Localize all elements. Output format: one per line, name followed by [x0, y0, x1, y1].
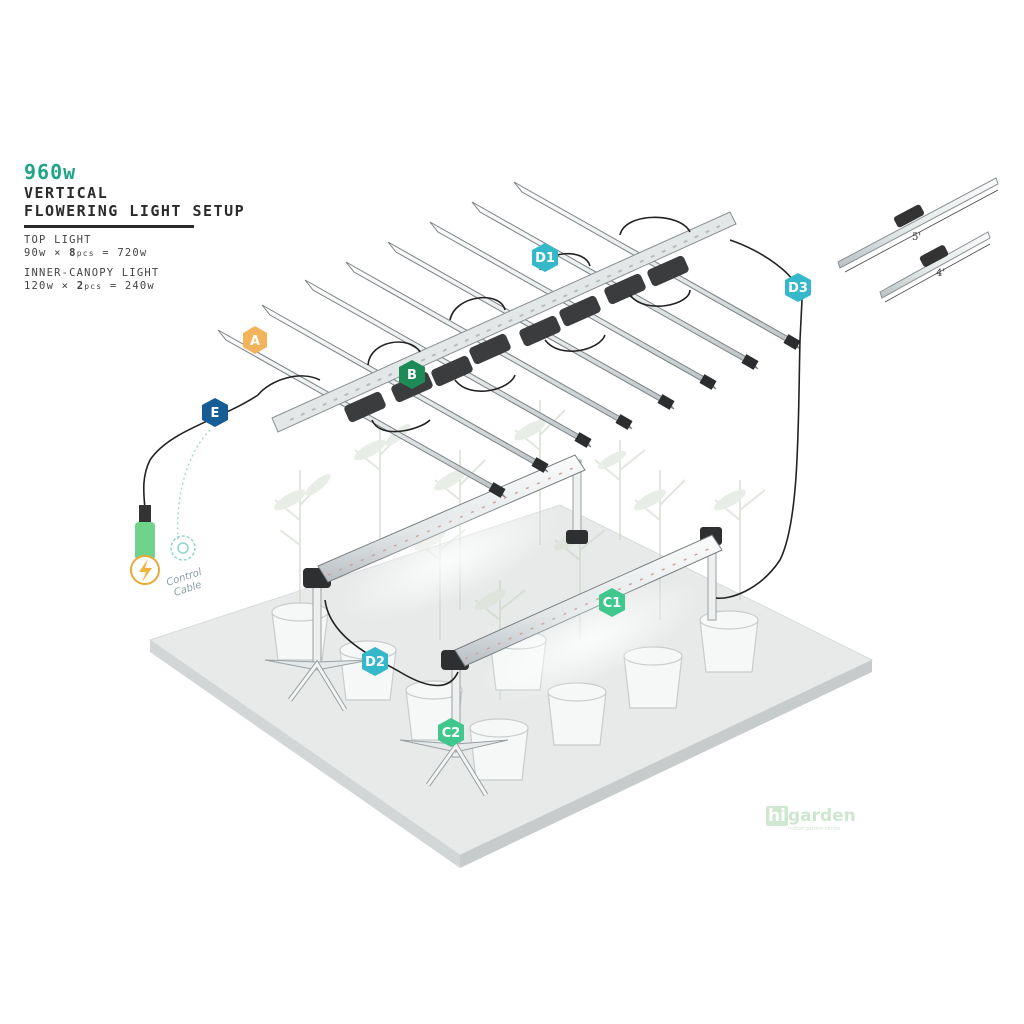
control-cable: [176, 429, 211, 541]
pot: [469, 718, 529, 781]
badge-c1: C1: [599, 588, 625, 617]
inner-canopy-bar-c1: [317, 454, 586, 621]
svg-text:A: A: [250, 334, 260, 349]
title-bold: FLOWERING: [24, 202, 119, 220]
inner-canopy-label: INNER-CANOPY LIGHT: [24, 267, 160, 279]
dimension-short-label: 4': [936, 268, 945, 279]
calc-qty: 8: [69, 247, 77, 259]
calc-x: ×: [54, 247, 62, 259]
calc-watt: 120w: [24, 280, 55, 292]
svg-text:D3: D3: [788, 281, 808, 296]
badge-e: E: [202, 398, 228, 427]
title-line-2: FLOWERING LIGHT SETUP: [24, 202, 304, 220]
gear-icon: [170, 535, 196, 561]
inner-canopy-bar-c2: [454, 534, 723, 701]
svg-text:C2: C2: [442, 726, 461, 741]
svg-text:D2: D2: [365, 655, 385, 670]
cables: [142, 216, 803, 687]
calc-qty: 2: [76, 280, 85, 292]
drivers: [344, 255, 689, 423]
brand-name: garden: [787, 806, 856, 826]
svg-text:B: B: [407, 368, 417, 383]
badge-d2: D2: [362, 647, 388, 676]
power-plug-icon: [130, 505, 160, 585]
brand-tagline: indoor garden center: [788, 826, 841, 832]
brand-hi: hi: [766, 806, 788, 826]
mounting-rail: [271, 211, 737, 433]
svg-text:D1: D1: [535, 251, 555, 266]
pot: [623, 646, 683, 709]
calc-eq: = 240w: [109, 280, 155, 292]
calc-watt: 90w: [24, 247, 47, 259]
badge-c2: C2: [438, 718, 464, 747]
calc-unit: pcs: [84, 282, 103, 291]
pot: [699, 610, 759, 673]
header-block: 960w VERTICAL FLOWERING LIGHT SETUP TOP …: [24, 160, 304, 293]
calc-eq: = 720w: [102, 247, 148, 259]
badge-a: A: [243, 326, 267, 354]
svg-text:E: E: [211, 406, 220, 421]
title-rest: LIGHT SETUP: [118, 202, 246, 220]
top-light-label: TOP LIGHT: [24, 234, 92, 246]
title-line-1: VERTICAL: [24, 184, 109, 202]
badge-d3: D3: [785, 273, 811, 302]
wattage-total: 960w: [24, 160, 77, 184]
calc-unit: pcs: [76, 249, 95, 258]
title-divider: [24, 225, 194, 228]
product-inset: 5' 4': [837, 177, 999, 303]
svg-text:C1: C1: [603, 596, 622, 611]
inner-canopy-calc: 120w × 2pcs = 240w: [24, 280, 304, 293]
calc-x: ×: [61, 280, 70, 292]
badge-b: B: [399, 360, 425, 389]
badge-d1: D1: [532, 243, 558, 272]
dimension-long-label: 5': [912, 232, 921, 243]
top-light-calc: 90w × 8pcs = 720w: [24, 247, 304, 260]
stand-right: [399, 650, 509, 797]
